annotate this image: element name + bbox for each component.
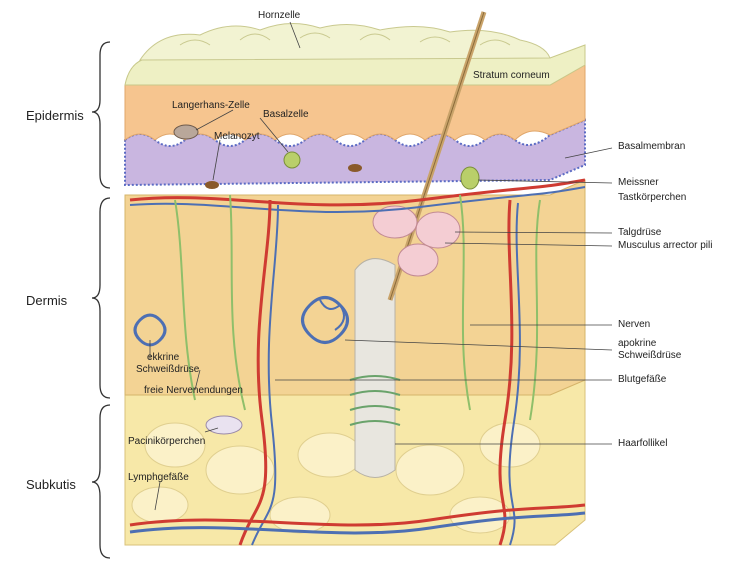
- layer-label-dermis: Dermis: [26, 293, 67, 308]
- label-talgdruese: Talgdrüse: [618, 227, 661, 239]
- label-haarfollikel: Haarfollikel: [618, 438, 667, 450]
- label-langerhans-zelle: Langerhans-Zelle: [172, 100, 250, 112]
- label-musculus-arrector-pili: Musculus arrector pili: [618, 240, 712, 252]
- label-hornzelle: Hornzelle: [258, 10, 300, 22]
- label-freie-nervenendungen: freie Nervenendungen: [144, 385, 243, 397]
- label-ekkrine-schweissdruese: Schweißdrüse: [136, 364, 199, 376]
- label-apokrine: apokrine: [618, 338, 656, 350]
- label-stratum-corneum: Stratum corneum: [473, 70, 550, 82]
- label-nerven: Nerven: [618, 319, 650, 331]
- label-basalzelle: Basalzelle: [263, 109, 309, 121]
- label-melanozyt: Melanozyt: [214, 131, 260, 143]
- label-basalmembran: Basalmembran: [618, 141, 685, 153]
- layer-label-epidermis: Epidermis: [26, 108, 84, 123]
- label-pacinikoerperchen: Pacinikörperchen: [128, 436, 205, 448]
- label-meissner: Meissner: [618, 177, 659, 189]
- layer-braces: [92, 42, 110, 558]
- label-lymphgefaesse: Lymphgefäße: [128, 472, 189, 484]
- label-tastkoerperchen: Tastkörperchen: [618, 192, 686, 204]
- layer-label-subkutis: Subkutis: [26, 477, 76, 492]
- label-blutgefaesse: Blutgefäße: [618, 374, 666, 386]
- label-ekkrine: ekkrine: [147, 352, 179, 364]
- pacinian-corpuscle: [206, 416, 242, 434]
- label-apokrine-schweissdruese: Schweißdrüse: [618, 350, 681, 362]
